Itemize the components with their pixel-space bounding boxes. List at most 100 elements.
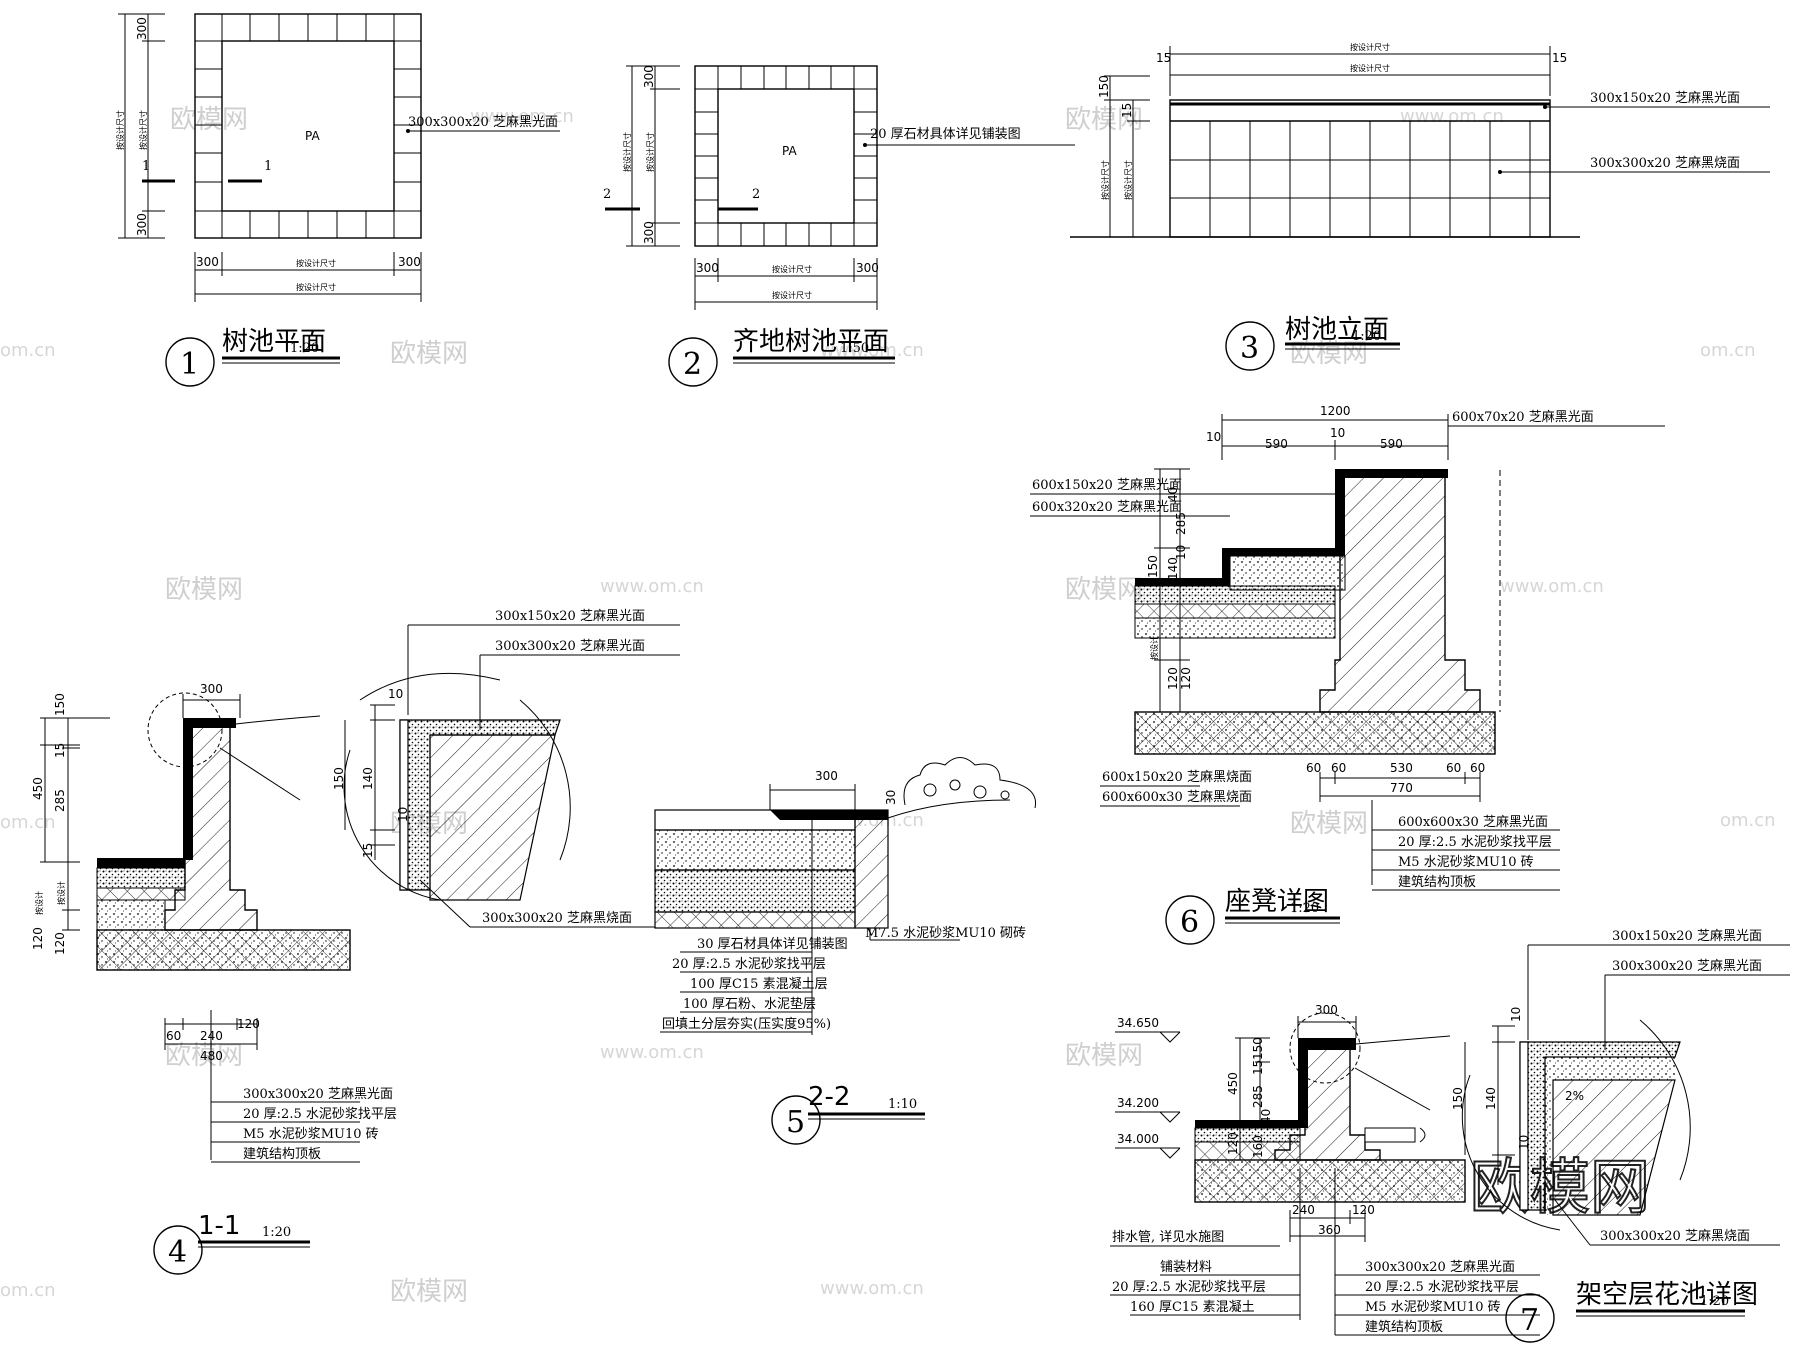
drawing-4-section-1-1: 150 15 285 450 120 120 按设计 按设计 300 60 24…: [31, 608, 680, 1275]
layer-label: 600x600x30 芝麻黑光面: [1398, 814, 1548, 830]
coping-stone: [1195, 1038, 1356, 1128]
d6-callout-left-1: 600x150x20 芝麻黑光面: [1032, 477, 1182, 493]
layer-label: 100 厚石粉、水泥垫层: [683, 996, 816, 1012]
watermark-brand: 欧模网: [1065, 575, 1143, 605]
dim-text: 120: [31, 927, 45, 950]
dim-text: 150: [53, 693, 67, 716]
dim-text: 120: [1352, 1203, 1375, 1217]
layer-label: 20 厚:2.5 水泥砂浆找平层: [243, 1107, 397, 1122]
dim-text: 按设计尺寸: [138, 110, 148, 150]
dim-text: 450: [31, 777, 45, 800]
dim-text: 15: [361, 843, 375, 858]
dim-text: 300: [815, 769, 838, 783]
d5-number-circle: [771, 1095, 821, 1145]
dim-text: 按设计尺寸: [622, 132, 632, 172]
paving-grid: [695, 66, 877, 246]
dim-text: 60: [166, 1029, 181, 1043]
watermark-domain: www.om.cn: [470, 106, 574, 127]
drawing-7-planter-detail: 34.650 34.200 34.000 300 150 15 285 450 …: [1110, 928, 1790, 1343]
detail-enlarged-planter-coping: 2% 10 150 140 10: [1451, 1007, 1691, 1231]
drawing-6-seat-detail: 1200 10 590 10 590 600x70x20 芝麻黑光面 600x1…: [1030, 404, 1665, 945]
dim-text: 120: [237, 1017, 260, 1031]
d6-number: 6: [1180, 905, 1199, 940]
dim-text: 按设计尺寸: [1123, 160, 1133, 200]
d7-number: 7: [1520, 1303, 1539, 1338]
dim-text: 10: [1509, 1007, 1523, 1022]
dim-text: 300: [1315, 1003, 1338, 1017]
section-number: 2: [752, 187, 760, 202]
dim-text: 285: [1174, 512, 1188, 535]
layer-label: 20 厚:2.5 水泥砂浆找平层: [1112, 1280, 1266, 1295]
watermark-brand: 欧模网: [165, 1041, 243, 1071]
drawing-2-flush-tree-pit-plan: PA 2 2 300 300 按设计尺寸 按设计尺寸 300 300 按设计尺寸…: [603, 65, 1075, 387]
d1-title: 树池平面: [222, 327, 326, 357]
drain-pipe: [1364, 1127, 1416, 1143]
dim-text: 按设计尺寸: [645, 132, 655, 172]
d2-scale: 1:50: [840, 341, 869, 356]
dim-text: 10: [1174, 545, 1188, 560]
layer-label: 300x300x20 芝麻黑光面: [243, 1086, 393, 1102]
layer-label: M5 水泥砂浆MU10 砖: [243, 1127, 379, 1142]
d3-number: 3: [1240, 331, 1259, 366]
layer-label: M5 水泥砂浆MU10 砖: [1398, 855, 1534, 870]
d4-callout-top-2: 300x300x20 芝麻黑光面: [495, 638, 645, 654]
d6-callout-left-2: 600x320x20 芝麻黑光面: [1032, 499, 1182, 515]
paving-grid: [195, 14, 421, 238]
watermark-domain: om.cn: [1700, 340, 1756, 361]
dim-text: 1200: [1320, 404, 1351, 418]
dim-text: 按设计尺寸: [772, 290, 812, 300]
dim-text: 按设计尺寸: [296, 258, 336, 268]
watermark-domain: www.om.cn: [600, 576, 704, 597]
d4-callout-top-1: 300x150x20 芝麻黑光面: [495, 608, 645, 624]
watermark-brand: 欧模网: [390, 339, 468, 369]
dim-text: 按设计尺寸: [1350, 63, 1390, 73]
dim-text: 120: [1226, 1132, 1240, 1155]
d4-scale: 1:20: [262, 1225, 291, 1240]
d2-number: 2: [683, 347, 702, 382]
dim-text: 590: [1265, 437, 1288, 451]
layer-label: 300x300x20 芝麻黑光面: [1365, 1259, 1515, 1275]
watermark-domain: om.cn: [0, 812, 56, 833]
watermark-domain: www.om.cn: [600, 1042, 704, 1063]
drawing-5-section-2-2: 300 30 M7.5 水泥砂浆MU10 砌砖 30 厚石材具体详见铺装图 20…: [654, 757, 1037, 1145]
d5-title: 2-2: [808, 1082, 850, 1112]
d6-title: 座凳详图: [1225, 887, 1329, 917]
layer-label: 100 厚C15 素混凝土层: [690, 976, 828, 992]
dim-text: 按设计尺寸: [115, 110, 125, 150]
dim-text: 60: [1470, 761, 1485, 775]
d6-callout-bottom-1: 600x150x20 芝麻黑烧面: [1102, 769, 1252, 785]
dim-text: 300: [135, 17, 149, 40]
section-number: 2: [603, 187, 611, 202]
d2-callout: 20 厚石材具体详见铺装图: [870, 127, 1021, 142]
dim-text: 300: [642, 65, 656, 88]
dim-text: 150: [1146, 555, 1160, 578]
watermark-brand: 欧模网: [1290, 809, 1368, 839]
dim-text: 150: [1251, 1037, 1265, 1060]
layer-label: 铺装材料: [1160, 1260, 1212, 1275]
watermark-domain: om.cn: [1720, 810, 1776, 831]
d5-scale: 1:10: [888, 1097, 917, 1112]
dim-text: 15: [1251, 1060, 1265, 1075]
d1-number: 1: [180, 347, 199, 382]
d4-callout-bottom: 300x300x20 芝麻黑烧面: [482, 910, 632, 926]
watermark-brand: 欧模网: [170, 105, 248, 135]
dim-text: 30: [884, 790, 898, 805]
elevation-value: 34.000: [1117, 1132, 1159, 1146]
dim-text: 按设计尺寸: [772, 264, 812, 274]
dim-text: 40: [1259, 1109, 1273, 1124]
layer-label: 160 厚C15 素混凝土: [1130, 1299, 1255, 1315]
watermark-brand: 欧模网: [1065, 1041, 1143, 1071]
layer-label: 回填土分层夯实(压实度95%): [662, 1016, 831, 1032]
watermark-brand: 欧模网: [1065, 105, 1143, 135]
dim-text: 160: [1251, 1135, 1265, 1158]
d4-number: 4: [168, 1235, 187, 1270]
elevation-markers: 34.650 34.200 34.000: [1115, 1016, 1181, 1159]
dim-text: 按设计: [34, 891, 44, 915]
d1-center-label: PA: [305, 129, 320, 143]
d2-title: 齐地树池平面: [733, 327, 889, 357]
watermark-domain: www.om.cn: [1400, 106, 1504, 127]
d2-center-label: PA: [782, 144, 797, 158]
d1-number-circle: [165, 337, 215, 387]
dim-text: 按设计: [56, 881, 66, 905]
layer-label: 20 厚:2.5 水泥砂浆找平层: [1365, 1280, 1519, 1295]
